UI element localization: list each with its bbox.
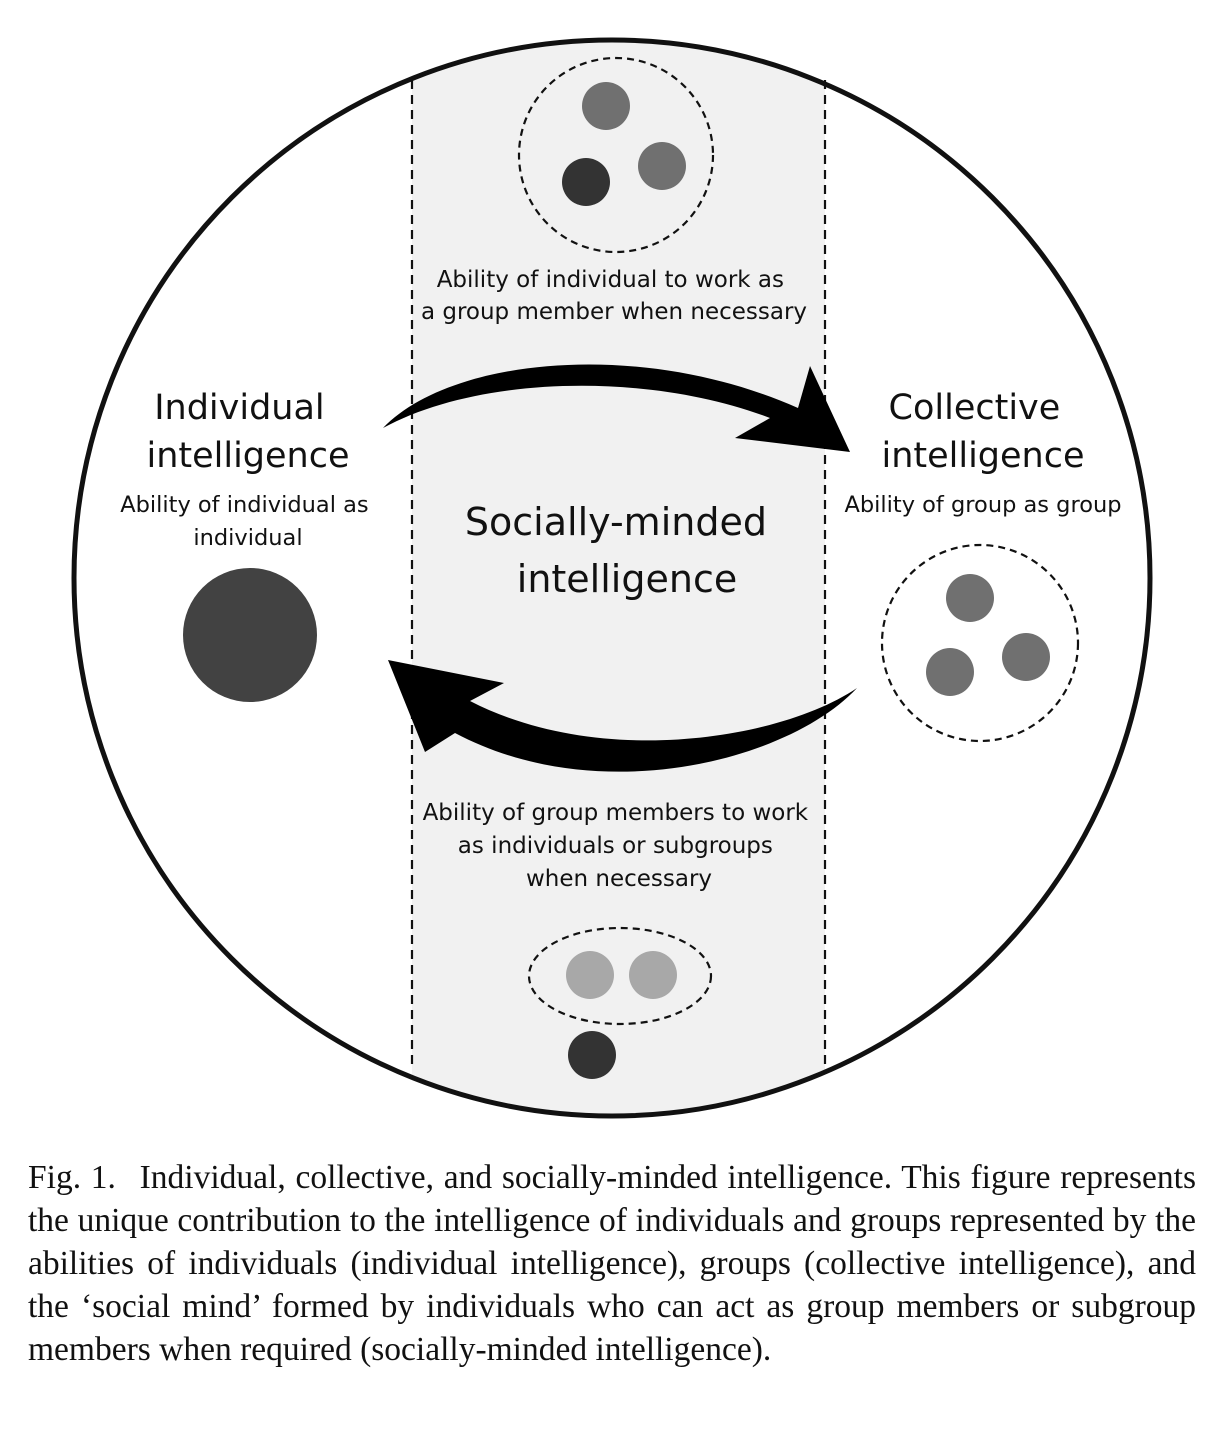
curved-arrow-left-icon [388, 660, 857, 772]
individual-dot-icon [183, 568, 317, 702]
collective-group-icon [880, 543, 1080, 743]
outer-circle [71, 37, 1153, 1119]
bottom-description: Ability of group members to work as indi… [423, 800, 816, 892]
member-dot [638, 142, 686, 190]
curved-arrow-right-icon [383, 364, 850, 452]
subgroup-icon [527, 926, 713, 1079]
member-dot [629, 951, 677, 999]
figure-label: Fig. 1. [28, 1159, 116, 1196]
collective-description: Ability of group as group [844, 492, 1121, 518]
collective-title: Collective intelligence [881, 388, 1084, 476]
member-dot [566, 951, 614, 999]
individual-description: Ability of individual as individual [120, 492, 376, 551]
individual-member-dot [568, 1031, 616, 1079]
diagram: Ability of individual to work as a group… [71, 37, 1153, 1119]
member-dot [946, 574, 994, 622]
member-dot [926, 648, 974, 696]
socially-minded-title: Socially-minded intelligence [465, 500, 779, 601]
member-dot [1002, 633, 1050, 681]
socially-minded-band [412, 40, 825, 1116]
caption-text: Individual, collective, and socially-min… [28, 1159, 1196, 1368]
individual-title: Individual intelligence [146, 388, 349, 476]
top-group-icon [517, 56, 715, 254]
member-dot [582, 82, 630, 130]
member-dot-self [562, 158, 610, 206]
figure-caption: Fig. 1. Individual, collective, and soci… [28, 1156, 1196, 1371]
top-description: Ability of individual to work as a group… [421, 267, 807, 325]
